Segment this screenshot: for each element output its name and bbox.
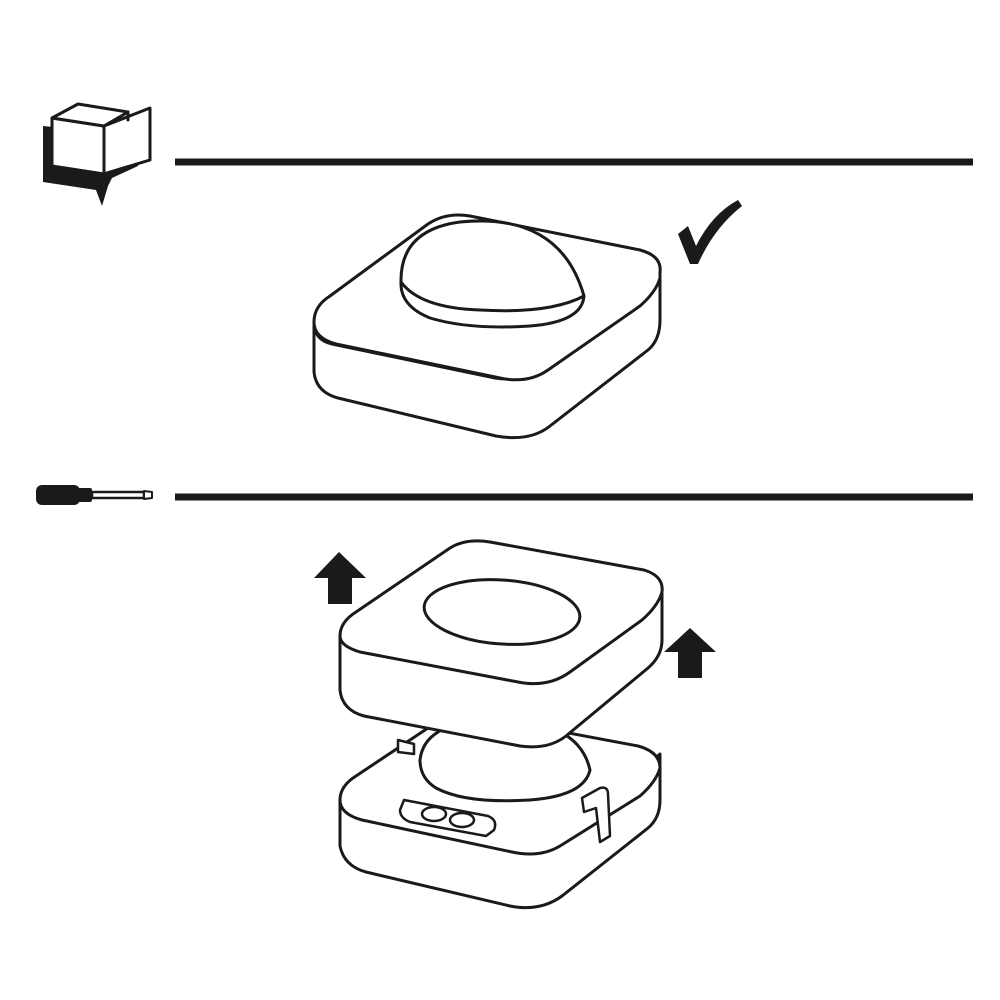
step-1: [43, 102, 973, 440]
sensor-cover: [338, 539, 664, 749]
step-2: [36, 485, 973, 910]
open-box-icon: [43, 102, 152, 206]
sensor-base: [338, 713, 662, 910]
up-arrow-icon: [314, 552, 366, 604]
up-arrow-icon: [664, 628, 716, 678]
checkmark-icon: [678, 200, 742, 264]
screwdriver-icon: [36, 485, 153, 505]
assembled-motion-sensor: [312, 213, 662, 440]
